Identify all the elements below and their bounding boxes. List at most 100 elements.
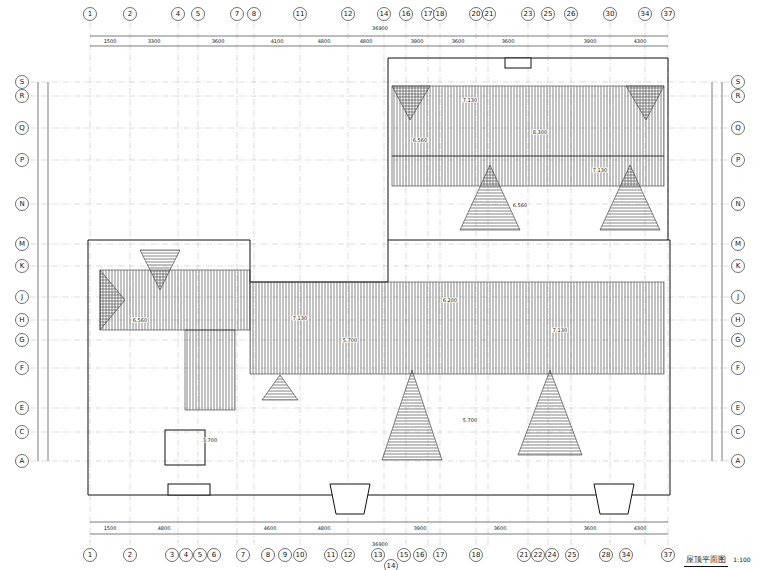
axis-number: 34 (641, 11, 650, 18)
dimension: 1500 (103, 526, 118, 531)
axis-number: 5 (196, 11, 200, 18)
dimension: 3900 (583, 39, 598, 44)
axis-number: 23 (524, 11, 533, 18)
elevation-mark: 6.560 (412, 138, 428, 143)
dimension: 3300 (147, 39, 162, 44)
axis-letter: R (20, 93, 25, 100)
axis-number: 28 (602, 552, 611, 559)
axis-number: 18 (436, 11, 445, 18)
axis-number: 22 (534, 552, 543, 559)
axis-number: 17 (424, 11, 433, 18)
axis-letter: P (736, 157, 740, 164)
axis-letter: S (20, 79, 24, 86)
axis-number: 4 (184, 552, 188, 559)
axis-number: 8 (266, 552, 270, 559)
axis-letter: E (736, 405, 740, 412)
axis-number: 6 (212, 552, 216, 559)
dimension: 4300 (633, 526, 648, 531)
axis-letter: C (20, 429, 25, 436)
axis-number: 11 (296, 11, 305, 18)
dimension: 4600 (263, 526, 278, 531)
axis-number: 30 (606, 11, 615, 18)
dimension: 3600 (501, 39, 516, 44)
elevation-mark: 6.560 (512, 203, 528, 208)
axis-number: 25 (544, 11, 553, 18)
dimension: 4800 (317, 526, 332, 531)
axis-letter: S (736, 79, 740, 86)
elevation-mark: 7.130 (292, 316, 308, 321)
axis-letter: E (20, 405, 24, 412)
axis-letter: Q (735, 125, 741, 132)
axis-letter: K (20, 263, 25, 270)
axis-letter: H (19, 317, 24, 324)
axis-number: 34 (622, 552, 631, 559)
axis-number: 26 (567, 11, 576, 18)
axis-number: 25 (568, 552, 577, 559)
axis-letter: R (736, 93, 741, 100)
axis-letter: J (21, 294, 23, 301)
axis-number: 15 (400, 552, 409, 559)
axis-letter: C (736, 429, 741, 436)
axis-number: 1 (88, 552, 92, 559)
axis-number: 12 (344, 11, 353, 18)
elevation-mark: 6.200 (442, 298, 458, 303)
axis-number: 8 (252, 11, 256, 18)
elevation-mark: 5.700 (462, 418, 478, 423)
axis-letter: G (19, 337, 24, 344)
axis-number: 7 (241, 552, 245, 559)
axis-number: 14 (387, 563, 396, 570)
axis-number: 21 (520, 552, 529, 559)
axis-letter: J (737, 294, 739, 301)
elevation-mark: 5.700 (342, 338, 358, 343)
dimension: 1500 (103, 39, 118, 44)
axis-number: 37 (664, 11, 673, 18)
elevation-mark: 7.130 (552, 328, 568, 333)
axis-number: 20 (472, 11, 481, 18)
axis-number: 4 (176, 11, 180, 18)
axis-number: 7 (235, 11, 239, 18)
axis-number: 3 (170, 552, 174, 559)
axis-number: 10 (296, 552, 305, 559)
dimension: 4100 (270, 39, 285, 44)
axis-number: 16 (416, 552, 425, 559)
dimension: 4800 (359, 39, 374, 44)
axis-letter: F (736, 365, 740, 372)
dimension: 36900 (371, 542, 389, 547)
drawing-title: 屋顶平面图 (684, 553, 728, 567)
axis-number: 17 (436, 552, 445, 559)
axis-number: 1 (88, 11, 92, 18)
axis-number: 21 (485, 11, 494, 18)
axis-number: 5 (198, 552, 202, 559)
axis-letter: P (20, 157, 24, 164)
axis-number: 18 (472, 552, 481, 559)
elevation-mark: 3.700 (202, 438, 218, 443)
axis-letter: F (20, 365, 24, 372)
axis-number: 16 (402, 11, 411, 18)
axis-letter: A (736, 458, 741, 465)
axis-number: 9 (283, 552, 287, 559)
dimension: 3600 (451, 39, 466, 44)
axis-letter: N (735, 201, 740, 208)
axis-number: 11 (327, 552, 336, 559)
elevation-mark: 6.560 (132, 318, 148, 323)
axis-number: 37 (664, 552, 673, 559)
axis-number: 14 (380, 11, 389, 18)
axis-number: 13 (374, 552, 383, 559)
dimension: 4800 (317, 39, 332, 44)
axis-number: 2 (128, 552, 132, 559)
axis-letter: Q (19, 125, 25, 132)
axis-letter: H (735, 317, 740, 324)
axis-letter: M (19, 241, 25, 248)
dimension: 4300 (633, 39, 648, 44)
axis-number: 24 (548, 552, 557, 559)
dimension: 3600 (493, 526, 508, 531)
drawing-scale: 1:100 (732, 557, 751, 563)
dimension: 36900 (371, 26, 389, 31)
axis-letter: G (735, 337, 740, 344)
axis-number: 2 (128, 11, 132, 18)
dimension: 3900 (413, 526, 428, 531)
dimension: 3900 (410, 39, 425, 44)
dimension: 4800 (157, 526, 172, 531)
axis-letter: M (735, 241, 741, 248)
